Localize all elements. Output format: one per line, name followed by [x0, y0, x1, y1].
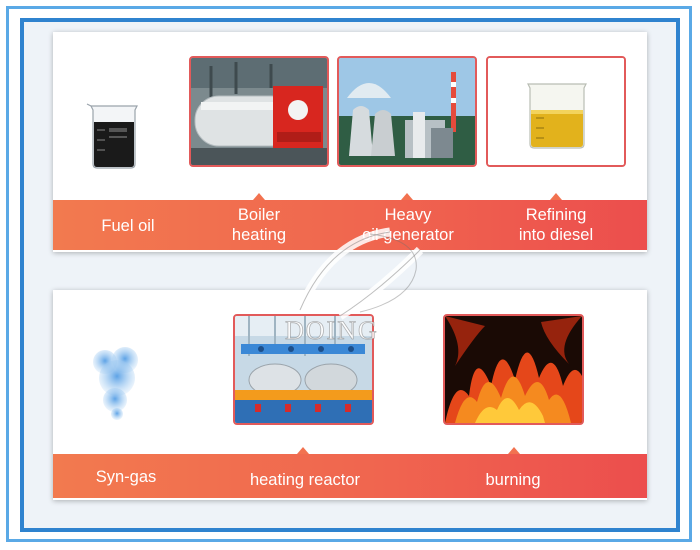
- fuel-oil-label: Fuel oil: [101, 217, 155, 235]
- boiler-label-line2: heating: [231, 226, 287, 244]
- power-plant-image: [337, 56, 477, 167]
- heating-reactor-image: [233, 314, 374, 425]
- burning-pointer: [508, 447, 520, 454]
- burning-label: burning: [485, 471, 541, 489]
- refining-label-line1: Refining: [525, 206, 587, 224]
- refining-into-diesel-label: Refining into diesel: [493, 205, 619, 245]
- burning-fire-image: [443, 314, 584, 425]
- watermark-text: DOING: [285, 316, 379, 346]
- heating-reactor-pointer: [297, 447, 309, 454]
- syn-gas-label: Syn-gas: [95, 468, 157, 486]
- heavy-label-line2: oil generator: [362, 226, 454, 244]
- heating-reactor-label: heating reactor: [249, 471, 361, 489]
- boiler-heating-label: Boiler heating: [201, 205, 317, 245]
- diesel-beaker-image: [486, 56, 626, 167]
- heavy-oil-pointer: [401, 193, 413, 200]
- boiler-label-line1: Boiler: [237, 206, 281, 224]
- syn-gas-uses-card: Syn-gas heating reactor burning: [53, 290, 647, 500]
- fuel-oil-uses-card: Fuel oil Boiler heating Heavy oil genera…: [53, 32, 647, 252]
- refining-label-line2: into diesel: [518, 226, 594, 244]
- fuel-oil-beaker-image: [83, 100, 145, 170]
- boiler-image: [189, 56, 329, 167]
- boiler-pointer: [253, 193, 265, 200]
- refining-pointer: [550, 193, 562, 200]
- syn-gas-cloud-image: [87, 346, 147, 422]
- syn-gas-band: [53, 454, 647, 498]
- heavy-label-line1: Heavy: [384, 206, 432, 224]
- heavy-oil-generator-label: Heavy oil generator: [339, 205, 477, 245]
